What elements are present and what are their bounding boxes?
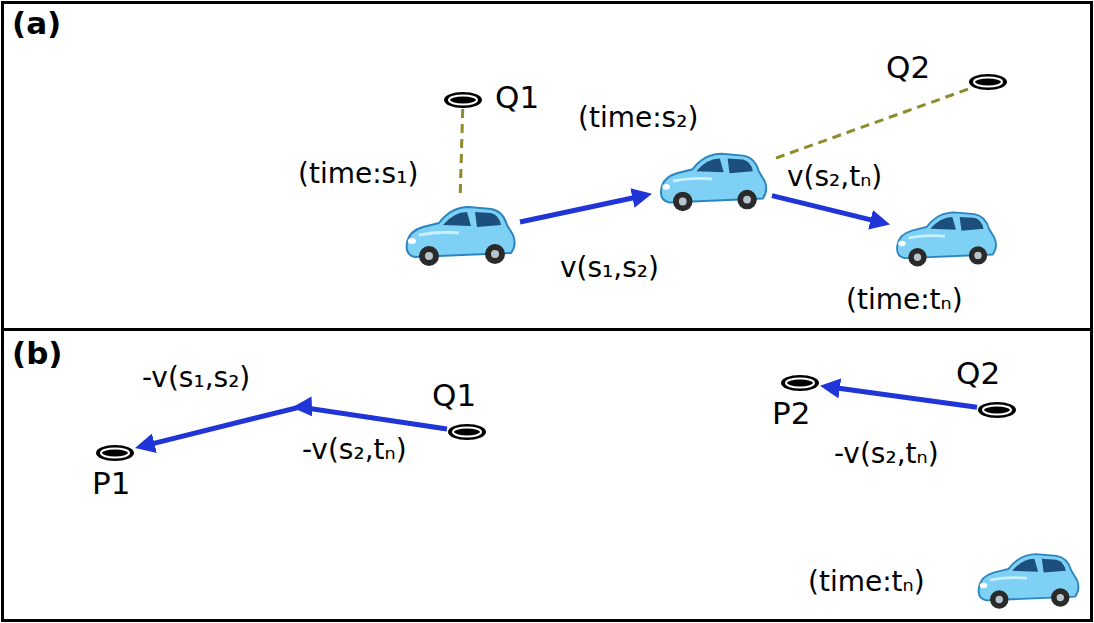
car-hub (425, 252, 433, 260)
landmark-label: P1 (92, 466, 130, 502)
time-label: (time:tₙ) (846, 284, 963, 316)
landmark-icon (968, 73, 1008, 91)
car-window (728, 159, 753, 174)
vehicle: (time:s₂) (652, 142, 772, 220)
velocity-arrow (520, 195, 644, 222)
car-highlight (673, 178, 712, 181)
panel-label: (a) (12, 6, 61, 42)
car-hub (491, 250, 499, 258)
velocity-arrow (828, 387, 977, 407)
landmark-disc (96, 445, 134, 461)
landmark-icon (447, 423, 487, 441)
car-icon (398, 195, 520, 275)
car-hub (743, 196, 751, 204)
car-wheel (673, 192, 693, 212)
car-wheel (990, 590, 1009, 609)
car-wheel (419, 246, 439, 266)
velocity-arrow (772, 196, 882, 223)
velocity-label: v(s₂,tₙ) (785, 161, 884, 193)
landmark: P1 (95, 444, 135, 462)
car-headlight (408, 238, 416, 244)
car-highlight (908, 236, 945, 238)
car-hub (996, 596, 1003, 603)
car-hub (974, 252, 981, 259)
sight-line (772, 89, 968, 159)
landmark-ring (453, 428, 481, 437)
landmark-label: Q2 (886, 50, 930, 86)
velocity-label: -v(s₂,tₙ) (832, 438, 941, 470)
car-wheel (969, 246, 987, 264)
car-window (443, 212, 471, 226)
car-hub (1057, 594, 1064, 601)
landmark-icon (95, 444, 135, 462)
car-wheel (908, 248, 926, 266)
velocity-label: -v(s₁,s₂) (140, 362, 252, 394)
car-icon (970, 543, 1084, 617)
car-window (696, 159, 723, 173)
landmark-ring (101, 449, 129, 458)
car-window (1012, 559, 1038, 572)
car-icon (890, 200, 1000, 276)
car-hub (679, 198, 687, 206)
landmark: Q1 (443, 91, 483, 109)
vehicle: (time:tₙ) (890, 200, 1000, 276)
car-window (960, 217, 984, 231)
vehicle: (time:tₙ) (970, 543, 1084, 617)
car-window (475, 212, 501, 227)
time-label: (time:s₂) (578, 102, 698, 134)
landmark-ring (449, 96, 477, 105)
landmark-icon (443, 91, 483, 109)
landmark-disc (781, 375, 819, 391)
landmark-icon (977, 401, 1017, 419)
car-wheel (485, 244, 505, 264)
landmark-label: P2 (772, 396, 810, 432)
car-window (1042, 559, 1066, 573)
landmark-label: Q1 (495, 80, 539, 116)
landmark-icon (780, 374, 820, 392)
landmark: Q2 (977, 401, 1017, 419)
time-label: (time:s₁) (298, 158, 418, 190)
velocity-label: v(s₁,s₂) (558, 252, 661, 284)
car-window (930, 217, 956, 230)
landmark: P2 (780, 374, 820, 392)
car-hub (914, 254, 921, 261)
car-headlight (662, 184, 670, 190)
car-headlight (980, 583, 987, 589)
landmark: Q2 (968, 73, 1008, 91)
velocity-label: -v(s₂,tₙ) (300, 434, 409, 466)
vehicle: (time:s₁) (398, 195, 520, 275)
car-wheel (737, 190, 757, 210)
car-wheel (1051, 588, 1070, 607)
landmark-label: Q1 (432, 378, 476, 414)
landmark-disc (969, 74, 1007, 90)
landmark-ring (786, 379, 814, 388)
landmark: Q1 (447, 423, 487, 441)
landmark-ring (974, 78, 1002, 87)
time-label: (time:tₙ) (808, 566, 925, 598)
landmark-disc (978, 402, 1016, 418)
car-highlight (990, 578, 1027, 580)
panel: (a) Q1 Q2 (time:s₁) (time:s₂) (time:tₙ) (1, 1, 1093, 331)
car-highlight (419, 232, 459, 235)
landmark-disc (444, 92, 482, 108)
landmark-label: Q2 (956, 356, 1000, 392)
landmark-ring (983, 406, 1011, 415)
sight-line (460, 109, 463, 195)
car-headlight (898, 241, 905, 247)
car-icon (652, 142, 772, 220)
panel-label: (b) (12, 336, 63, 372)
landmark-disc (448, 424, 486, 440)
